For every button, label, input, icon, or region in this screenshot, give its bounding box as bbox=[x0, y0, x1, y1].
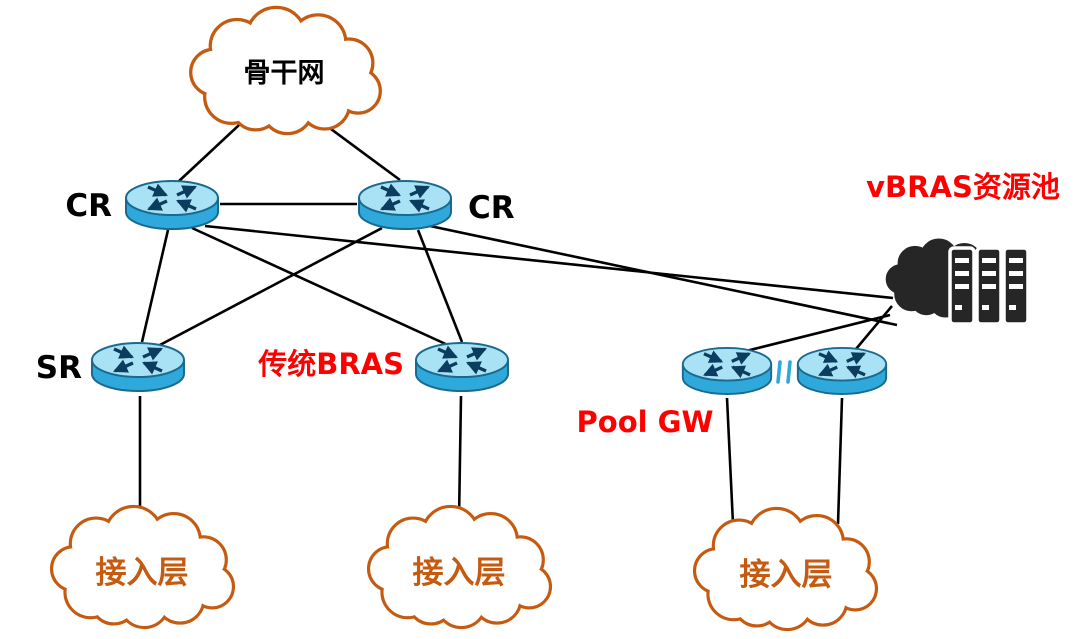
router-icon bbox=[798, 348, 886, 394]
link-crright-vbras bbox=[429, 224, 898, 327]
link-poolgw-right-access bbox=[836, 397, 844, 525]
link-crright-sr bbox=[157, 226, 383, 348]
legacy-bras-label: 传统BRAS bbox=[257, 347, 404, 381]
access-cloud-middle: 接入层 bbox=[370, 508, 549, 626]
server-rack-icon bbox=[948, 246, 1030, 326]
link-crleft-bras bbox=[191, 226, 451, 348]
router-icon bbox=[416, 343, 508, 391]
link-crright-bras bbox=[416, 229, 464, 343]
cr-right-router: CR bbox=[359, 181, 515, 229]
pool-gw-routers: Pool GW bbox=[577, 348, 887, 439]
router-icon bbox=[683, 348, 771, 394]
vbras-pool-label: vBRAS资源池 bbox=[866, 170, 1060, 204]
backbone-cloud: 骨干网 bbox=[192, 9, 378, 132]
cr-right-label: CR bbox=[468, 190, 515, 226]
router-icon bbox=[359, 181, 451, 229]
link-crleft-sr bbox=[140, 229, 170, 343]
access-middle-label: 接入层 bbox=[413, 555, 506, 591]
link-poolgw-left-access bbox=[725, 397, 735, 525]
link-crleft-vbras bbox=[204, 224, 894, 300]
access-right-label: 接入层 bbox=[740, 557, 833, 593]
pool-gw-label: Pool GW bbox=[577, 405, 714, 439]
link-poolgw-left-vbras bbox=[741, 313, 891, 354]
cr-left-label: CR bbox=[65, 188, 112, 224]
pool-gw-link-icon bbox=[776, 360, 792, 384]
vbras-resource-pool: vBRAS资源池 bbox=[866, 170, 1060, 326]
legacy-bras-router: 传统BRAS bbox=[257, 343, 508, 391]
router-icon bbox=[92, 343, 184, 391]
access-cloud-left: 接入层 bbox=[53, 508, 232, 626]
cr-left-router: CR bbox=[65, 181, 218, 229]
access-cloud-right: 接入层 bbox=[696, 510, 875, 628]
link-poolgw-right-vbras bbox=[855, 305, 893, 350]
link-bras-access bbox=[457, 395, 463, 521]
access-left-label: 接入层 bbox=[96, 555, 189, 591]
sr-label: SR bbox=[36, 350, 82, 386]
router-icon bbox=[126, 181, 218, 229]
backbone-label: 骨干网 bbox=[244, 58, 325, 89]
sr-router: SR bbox=[36, 343, 184, 391]
topology-links bbox=[138, 111, 898, 525]
